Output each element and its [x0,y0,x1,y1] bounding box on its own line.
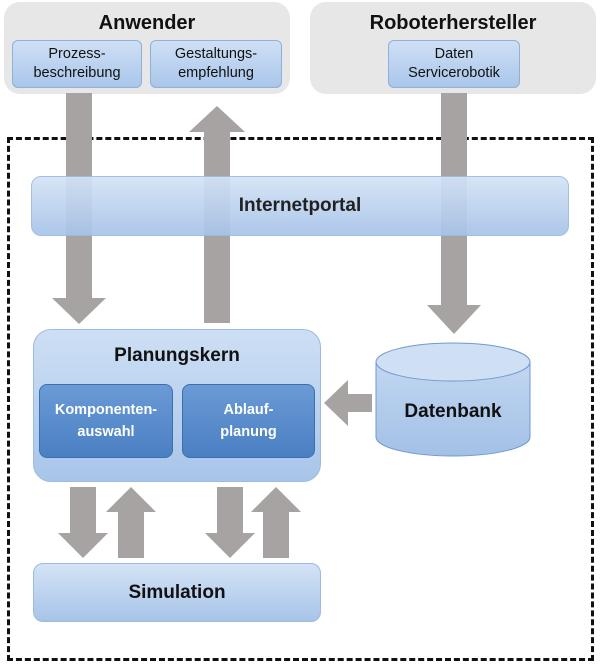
internetportal-bar: Internetportal [31,176,569,236]
arrow-down-simulation-left-icon [58,487,108,558]
arrow-up-simulation-left-icon [106,487,156,558]
anwender-title: Anwender [98,12,196,34]
ablaufplanung-line2: planung [220,424,277,440]
komponentenauswahl-line2: auswahl [77,424,135,440]
arrow-left-datenbank-icon [324,380,372,426]
prozessbeschreibung-box: Prozess-beschreibung [12,40,142,88]
komponentenauswahl-line1: Komponenten- [54,402,158,418]
simulation-label: Simulation [128,581,226,603]
prozessbeschreibung-line1: Prozess- [48,46,106,62]
komponentenauswahl-box: Komponenten-auswahl [39,384,173,458]
gestaltungsempfehlung-line2: empfehlung [178,65,254,81]
arrow-up-simulation-right-icon [251,487,301,558]
ablaufplanung-box: Ablauf-planung [182,384,315,458]
arrow-down-simulation-right-icon [205,487,255,558]
daten-servicerobotik-line1: Daten [434,46,474,62]
system-boundary [7,137,594,661]
datenbank-label: Datenbank [404,401,502,422]
ablaufplanung-line1: Ablauf- [223,402,274,418]
gestaltungsempfehlung-box: Gestaltungs-empfehlung [150,40,282,88]
roboterhersteller-title: Roboterhersteller [369,12,537,34]
internetportal-label: Internetportal [238,195,362,216]
daten-servicerobotik-line2: Servicerobotik [408,65,500,81]
planungskern-title: Planungskern [114,345,240,366]
simulation-bar: Simulation [33,563,321,622]
gestaltungsempfehlung-line1: Gestaltungs- [174,46,258,62]
prozessbeschreibung-line2: beschreibung [33,65,121,81]
